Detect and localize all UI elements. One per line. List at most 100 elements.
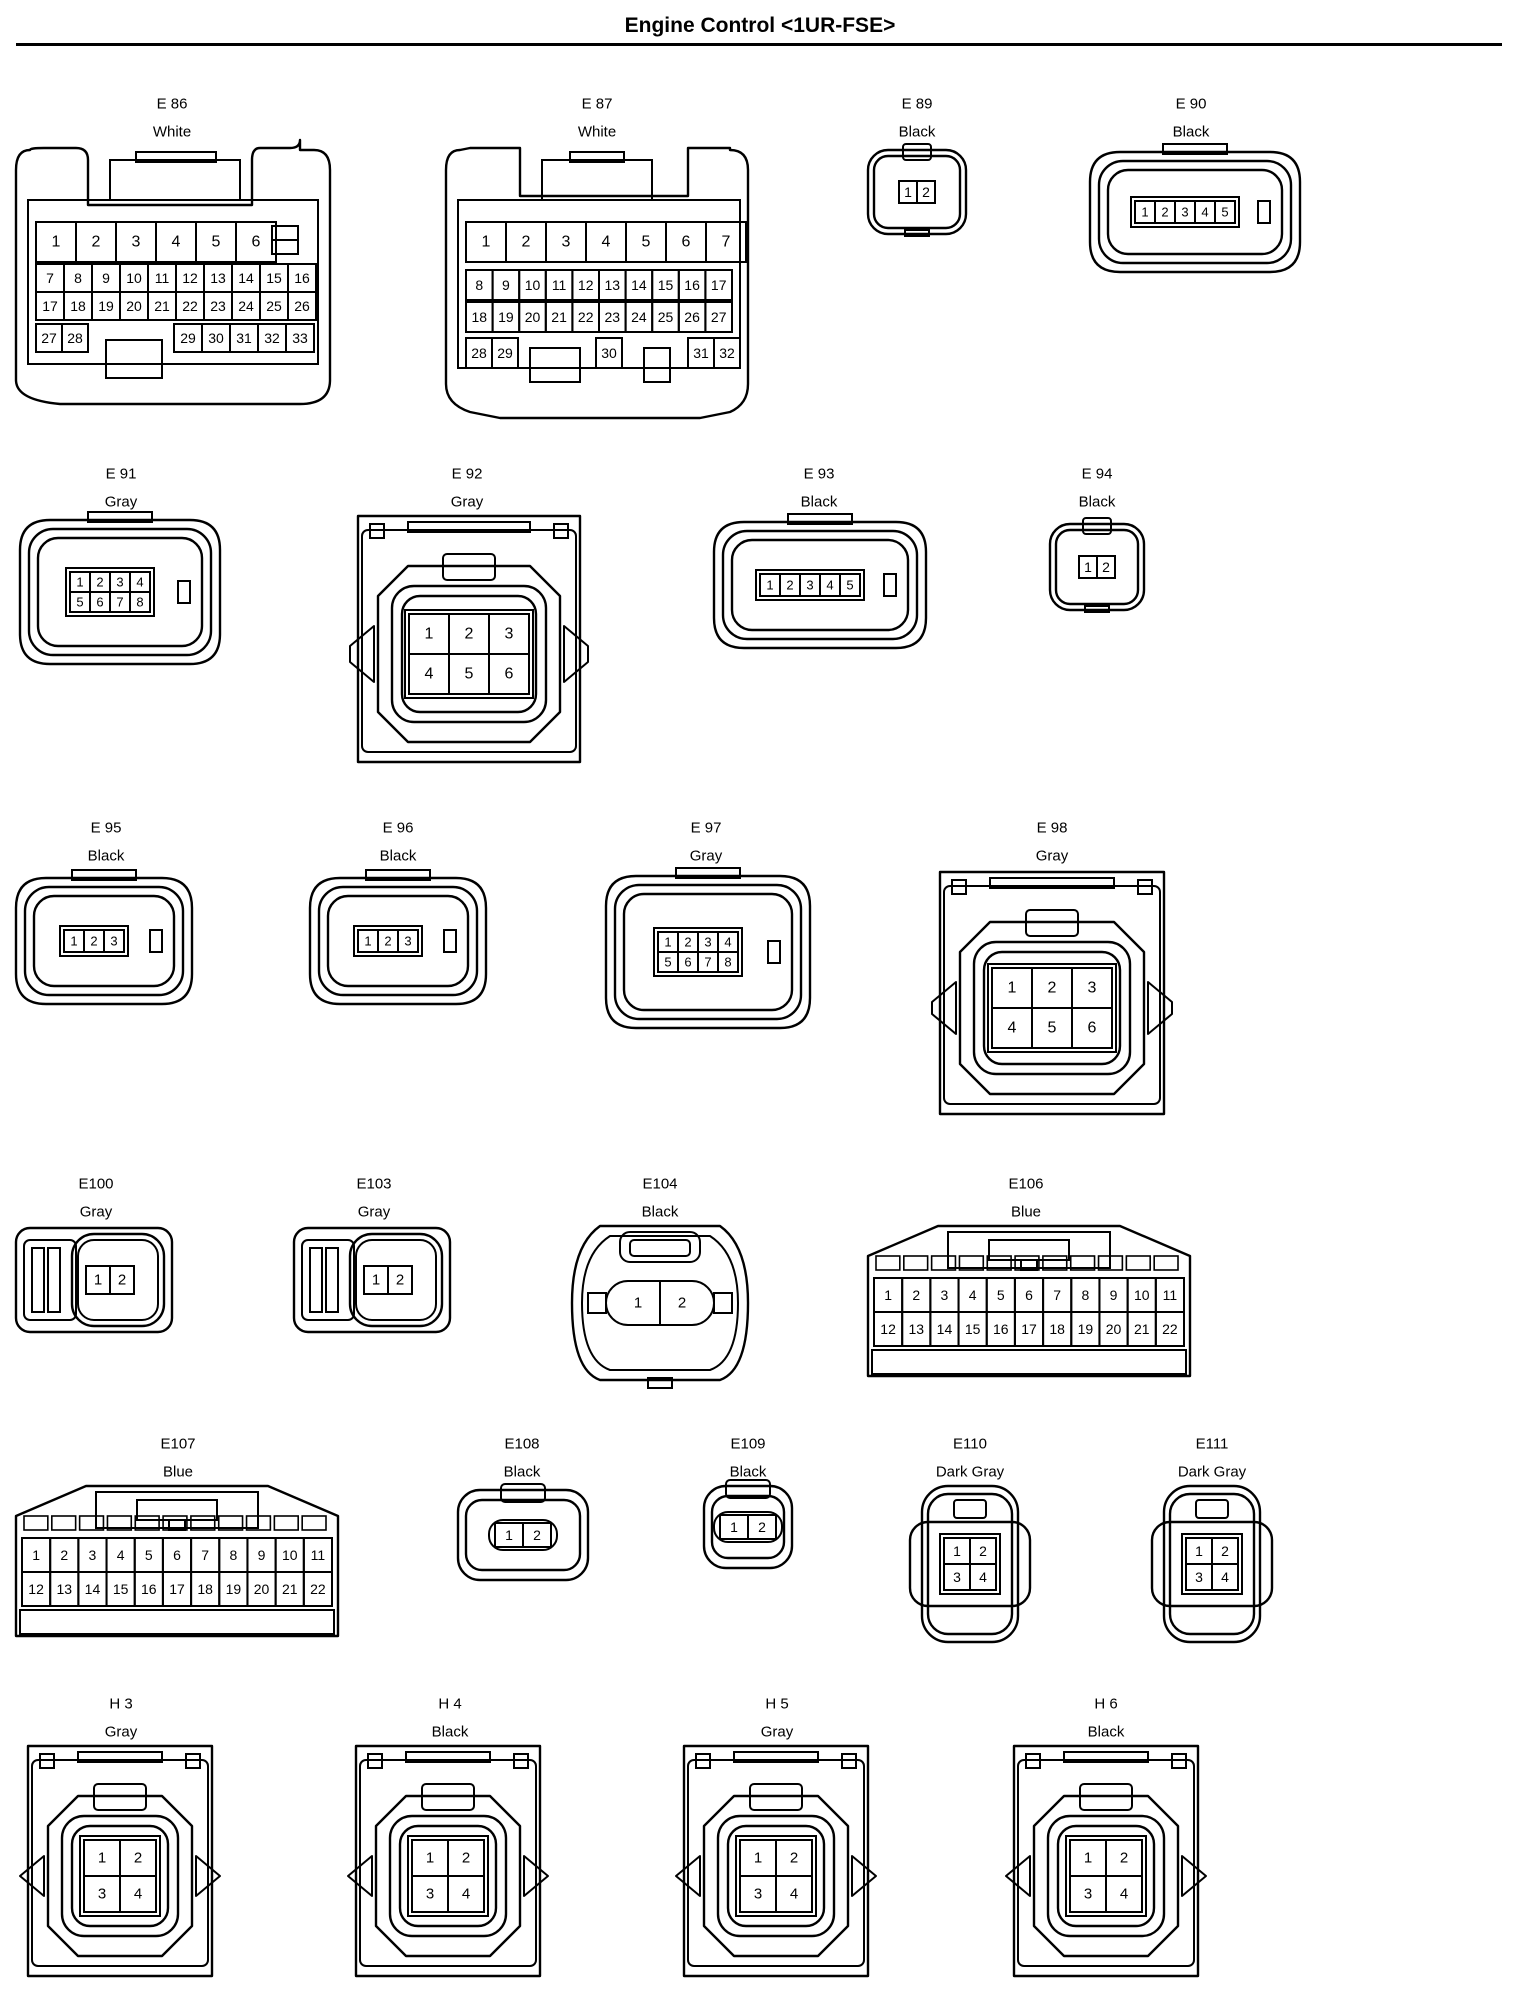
pin-label: 7 [704, 955, 711, 970]
pin-label: 1 [884, 1287, 892, 1303]
connector-code: E 94 [1082, 466, 1113, 483]
pin-label: 3 [1084, 1886, 1092, 1903]
pin-label: 6 [682, 234, 691, 251]
connector-color: Gray [690, 848, 723, 865]
connector-color: Gray [761, 1724, 794, 1741]
pin-label: 3 [1195, 1569, 1203, 1585]
pin-label: 5 [76, 595, 83, 610]
pin-label: 14 [937, 1321, 953, 1337]
pin-label: 13 [56, 1581, 72, 1597]
pin-label: 3 [116, 575, 123, 590]
pin-label: 23 [605, 309, 621, 325]
pin-label: 6 [505, 666, 514, 683]
pin-label: 16 [993, 1321, 1009, 1337]
pin-label: 4 [1120, 1886, 1128, 1903]
pin-label: 8 [475, 277, 483, 293]
connector-code: E 97 [691, 820, 722, 837]
pin-label: 1 [70, 934, 77, 949]
pin-label: 25 [266, 298, 282, 314]
pin-label: 18 [1049, 1321, 1065, 1337]
pin-label: 2 [60, 1547, 68, 1563]
connector-color: Blue [1011, 1204, 1041, 1221]
pin-label: 19 [226, 1581, 242, 1597]
pin-label: 27 [711, 309, 727, 325]
pin-label: 2 [92, 234, 101, 251]
pin-label: 5 [212, 234, 221, 251]
connector-code: H 5 [765, 1696, 788, 1713]
pin-label: 28 [67, 330, 83, 346]
pin-label: 1 [98, 1850, 106, 1867]
pin-label: 2 [786, 578, 793, 593]
pin-label: 3 [98, 1886, 106, 1903]
pin-label: 8 [229, 1547, 237, 1563]
pin-label: 15 [965, 1321, 981, 1337]
pin-label: 30 [601, 345, 617, 361]
connector-color: White [578, 124, 616, 141]
pin-label: 4 [790, 1886, 798, 1903]
pin-label: 2 [912, 1287, 920, 1303]
connector-code: H 3 [109, 1696, 132, 1713]
pin-label: 4 [602, 234, 611, 251]
pin-label: 14 [85, 1581, 101, 1597]
pin-label: 5 [642, 234, 651, 251]
pin-label: 3 [953, 1569, 961, 1585]
pin-label: 9 [258, 1547, 266, 1563]
pin-label: 21 [154, 298, 170, 314]
pin-label: 4 [117, 1547, 125, 1563]
pin-label: 5 [846, 578, 853, 593]
pin-label: 8 [136, 595, 143, 610]
connector-color: Blue [163, 1464, 193, 1481]
pin-label: 20 [126, 298, 142, 314]
connector-color: Black [504, 1464, 541, 1481]
pin-label: 1 [76, 575, 83, 590]
pin-label: 25 [658, 309, 674, 325]
pin-label: 30 [208, 330, 224, 346]
title-rule [16, 43, 1502, 46]
connector-code: E 98 [1037, 820, 1068, 837]
pin-label: 3 [941, 1287, 949, 1303]
pin-label: 19 [1078, 1321, 1094, 1337]
pin-label: 1 [425, 626, 434, 643]
pin-label: 2 [684, 935, 691, 950]
pin-label: 32 [264, 330, 280, 346]
connector-code: E103 [356, 1176, 391, 1193]
pin-label: 3 [806, 578, 813, 593]
pin-label: 11 [311, 1547, 326, 1563]
pin-label: 17 [169, 1581, 185, 1597]
pin-label: 28 [471, 345, 487, 361]
pin-label: 12 [28, 1581, 44, 1597]
connector-color: Black [899, 124, 936, 141]
pin-label: 2 [922, 184, 930, 200]
pin-label: 1 [754, 1850, 762, 1867]
pin-label: 4 [172, 234, 181, 251]
pin-label: 32 [719, 345, 735, 361]
connector-code: E 90 [1176, 96, 1207, 113]
pin-label: 20 [525, 309, 541, 325]
connector-code: E 92 [452, 466, 483, 483]
pin-label: 5 [1221, 205, 1228, 220]
pin-label: 2 [1048, 980, 1057, 997]
pin-label: 1 [364, 934, 371, 949]
connector-color: Black [380, 848, 417, 865]
pin-label: 14 [238, 270, 254, 286]
pin-label: 26 [684, 309, 700, 325]
pin-label: 3 [426, 1886, 434, 1903]
pin-label: 26 [294, 298, 310, 314]
pin-label: 1 [730, 1519, 738, 1535]
pin-label: 1 [634, 1295, 642, 1312]
pin-label: 4 [826, 578, 833, 593]
pin-label: 8 [1081, 1287, 1089, 1303]
pin-label: 6 [96, 595, 103, 610]
pin-label: 1 [1008, 980, 1017, 997]
pin-label: 18 [70, 298, 86, 314]
pin-label: 18 [197, 1581, 213, 1597]
